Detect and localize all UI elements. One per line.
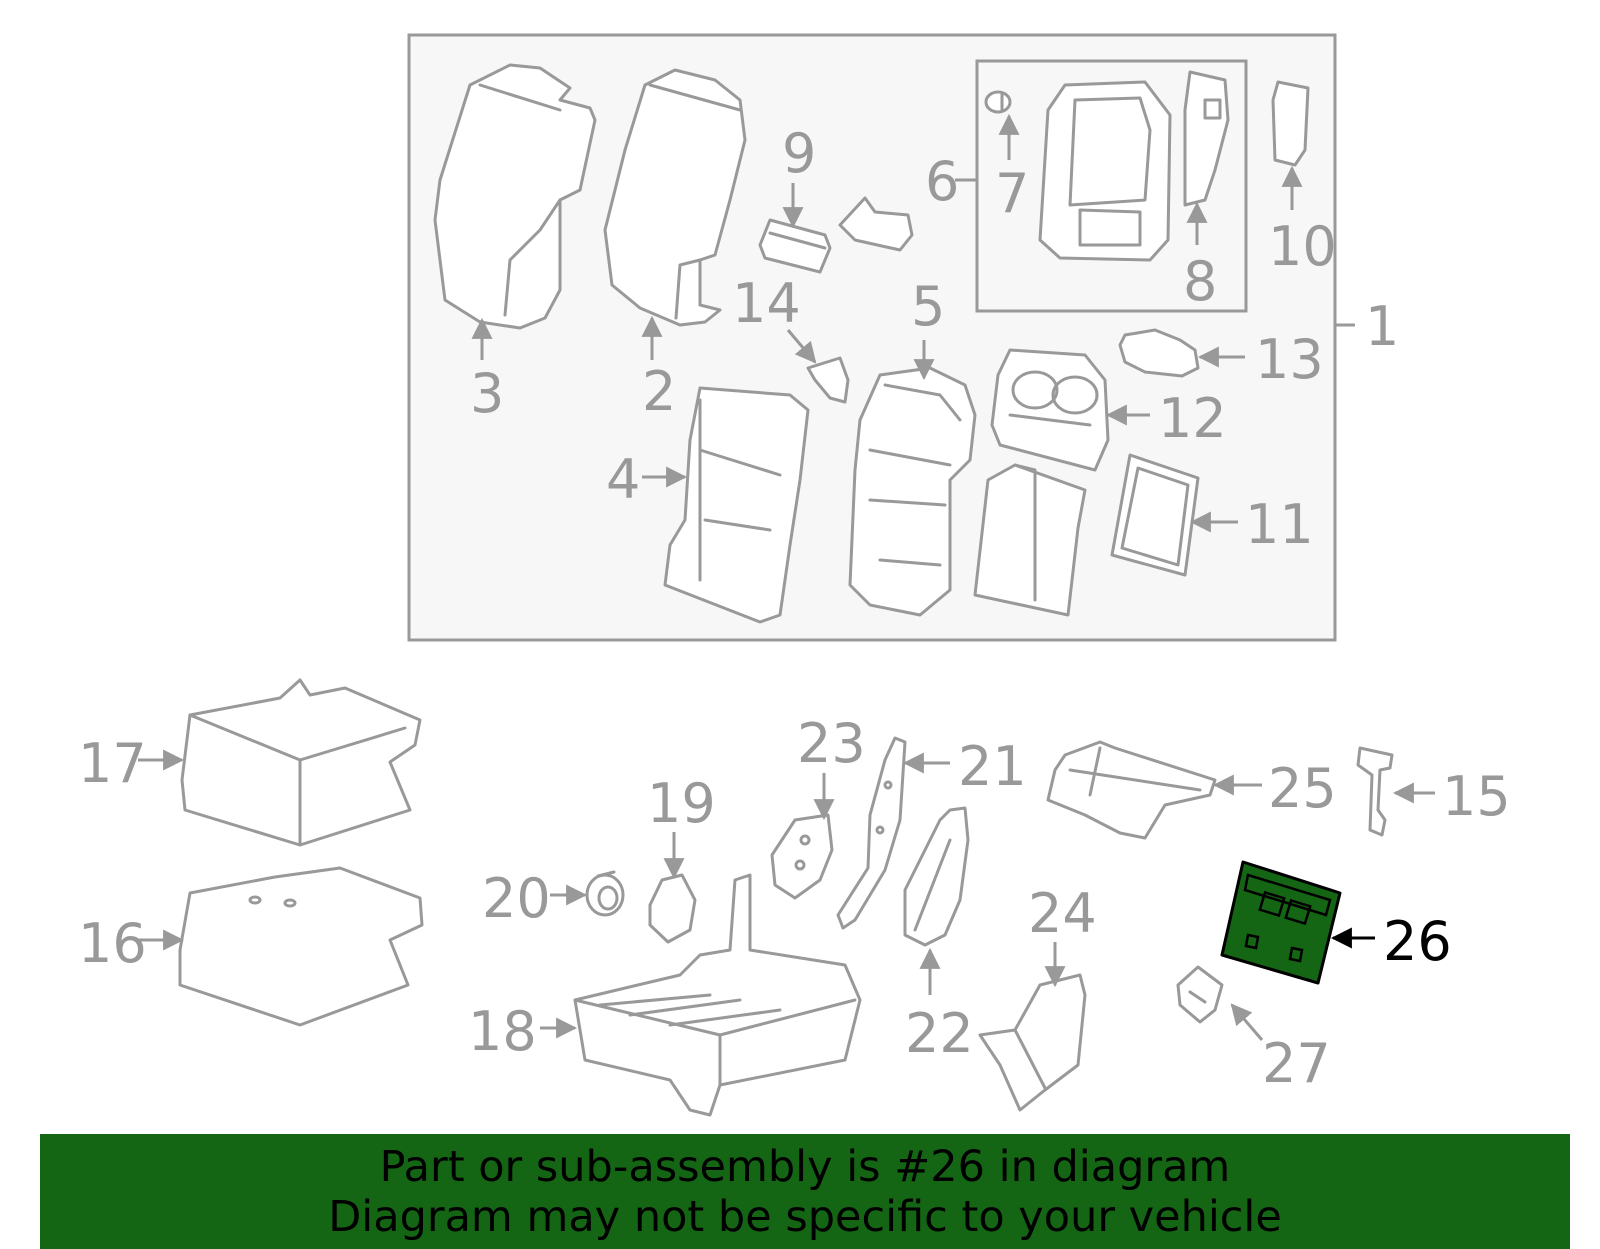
callout-6[interactable]: 6 — [925, 150, 959, 213]
part-10[interactable] — [1271, 80, 1310, 167]
callout-14[interactable]: 14 — [732, 272, 801, 335]
callout-16[interactable]: 16 — [78, 912, 147, 975]
sub-assembly-box — [975, 59, 1248, 313]
callout-4[interactable]: 4 — [606, 448, 640, 511]
callout-12[interactable]: 12 — [1158, 387, 1227, 450]
part-22[interactable] — [903, 806, 970, 947]
part-24[interactable] — [978, 973, 1087, 1112]
part-12[interactable] — [990, 348, 1110, 472]
callout-17[interactable]: 17 — [78, 732, 147, 795]
part-27[interactable] — [1176, 965, 1224, 1024]
callout-25[interactable]: 25 — [1268, 757, 1337, 820]
part-8[interactable] — [1183, 70, 1230, 207]
storage-bin[interactable] — [973, 463, 1087, 617]
callout-19[interactable]: 19 — [647, 772, 716, 835]
part-9[interactable] — [758, 218, 832, 274]
callout-13[interactable]: 13 — [1255, 328, 1324, 391]
callout-5[interactable]: 5 — [911, 275, 945, 338]
callout-7[interactable]: 7 — [995, 162, 1029, 225]
part-11[interactable] — [1110, 453, 1200, 577]
callout-27[interactable]: 27 — [1262, 1032, 1331, 1095]
part-17[interactable] — [180, 678, 422, 847]
banner-line-1: Part or sub-assembly is #26 in diagram — [379, 1142, 1231, 1192]
callout-11[interactable]: 11 — [1245, 493, 1314, 556]
part-7[interactable] — [984, 90, 1012, 114]
callout-10[interactable]: 10 — [1268, 215, 1337, 278]
part-18[interactable] — [573, 873, 862, 1117]
part-20[interactable] — [585, 870, 625, 917]
part-5[interactable] — [848, 366, 977, 617]
part-26-highlighted[interactable] — [1220, 860, 1342, 985]
callout-18[interactable]: 18 — [468, 1000, 537, 1063]
part-23[interactable] — [770, 813, 834, 900]
banner-line-2: Diagram may not be specific to your vehi… — [328, 1192, 1282, 1242]
callout-8[interactable]: 8 — [1183, 250, 1217, 313]
callout-24[interactable]: 24 — [1028, 882, 1097, 945]
callout-15[interactable]: 15 — [1442, 765, 1511, 828]
callout-26[interactable]: 26 — [1383, 910, 1452, 973]
part-15[interactable] — [1356, 746, 1394, 837]
part-21[interactable] — [836, 736, 907, 930]
callout-21[interactable]: 21 — [958, 735, 1027, 798]
callout-20[interactable]: 20 — [482, 867, 551, 930]
callout-2[interactable]: 2 — [642, 360, 676, 423]
part-4[interactable] — [663, 386, 810, 624]
callout-3[interactable]: 3 — [470, 362, 504, 425]
part-6-armrest-frame[interactable] — [1038, 80, 1172, 262]
callout-22[interactable]: 22 — [905, 1002, 974, 1065]
callout-23[interactable]: 23 — [797, 712, 866, 775]
bracket[interactable] — [838, 196, 914, 252]
callout-9[interactable]: 9 — [782, 122, 816, 185]
callout-1[interactable]: 1 — [1365, 295, 1399, 358]
part-13[interactable] — [1118, 328, 1200, 378]
part-16[interactable] — [178, 866, 424, 1027]
part-14[interactable] — [806, 356, 850, 404]
part-2[interactable] — [603, 68, 747, 327]
part-3[interactable] — [433, 63, 597, 330]
info-banner: Part or sub-assembly is #26 in diagram D… — [40, 1134, 1570, 1249]
part-25[interactable] — [1046, 740, 1217, 840]
part-19[interactable] — [648, 873, 697, 944]
